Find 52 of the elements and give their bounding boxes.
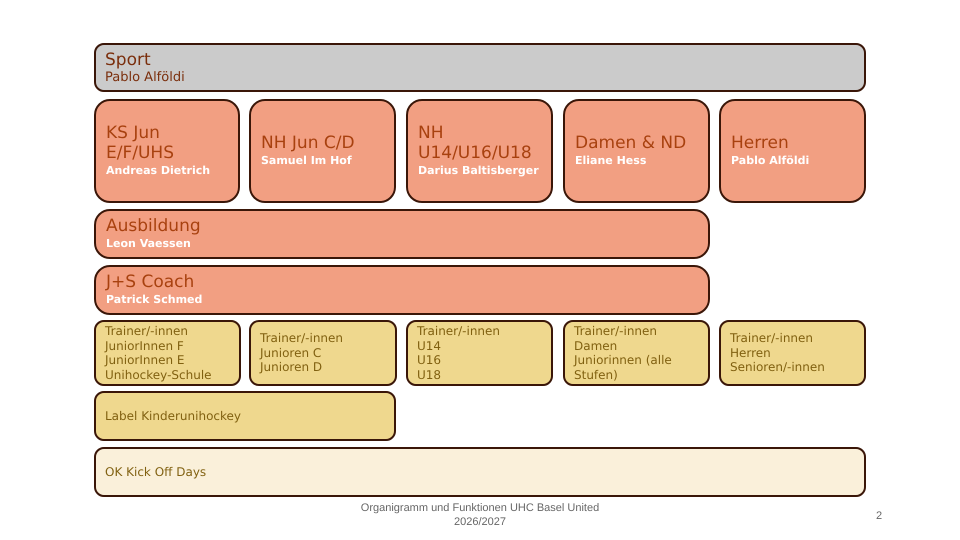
text-line: JuniorInnen E [105,353,186,368]
box-title: NH Jun C/D [261,133,356,153]
text-line: Trainer/-innen [260,331,344,346]
person-name: Eliane Hess [575,153,648,169]
text-line: Juniorinnen (alle Stufen) [574,353,673,382]
person-name: Darius Baltisberger [418,163,540,179]
org-box [94,391,396,441]
person-name: Andreas Dietrich [106,163,212,179]
text-line: Trainer/-innen [417,324,502,338]
text-line: U14 [417,338,442,353]
box-title: Herren [731,133,790,153]
text-line: Trainer/-innen [730,331,814,346]
org-box [94,265,710,315]
person-name: Patrick Schmed [106,292,204,308]
footer-text: Organigramm und Funktionen UHC Basel United 2026/2027 [360,501,600,529]
org-box [94,209,710,259]
org-box [249,99,396,203]
person-name: Samuel Im Hof [261,153,353,169]
org-box [563,320,710,386]
text-line: JuniorInnen F [105,338,185,353]
org-box [406,99,553,203]
box-title: KS Jun E/F/UHS [106,123,175,163]
text-line: Senioren/-innen [730,360,826,375]
text-line: Unihockey-Schule [105,368,213,382]
org-box [94,99,240,203]
org-box [249,320,397,386]
org-box [719,99,866,203]
person-name: Pablo Alföldi [105,70,186,86]
text-line: Trainer/-innen [574,324,658,338]
box-title: J+S Coach [106,272,196,292]
org-box [406,320,553,386]
org-box [94,320,241,386]
text-line: Trainer/-innen [105,324,190,338]
text-line: U18 [417,368,442,382]
box-title: Damen & ND [575,133,688,153]
person-name: Pablo Alföldi [731,153,810,169]
box-title: Sport [105,50,152,70]
box-title: Ausbildung [106,216,202,236]
box-title: NH U14/U16/U18 [418,123,533,163]
text-line: Junioren C [260,346,322,360]
text-line: U16 [417,353,442,368]
text-line: Herren [730,346,772,360]
text-line: Damen [574,338,618,353]
person-name: Leon Vaessen [106,236,192,252]
text-line: OK Kick Off Days [105,464,208,480]
text-line: Junioren D [260,360,324,375]
text-line: Label Kinderunihockey [105,408,242,424]
org-box [563,99,710,203]
org-box [719,320,866,386]
org-box [94,447,866,497]
page-number: 2 [876,509,882,523]
org-box [94,43,866,92]
